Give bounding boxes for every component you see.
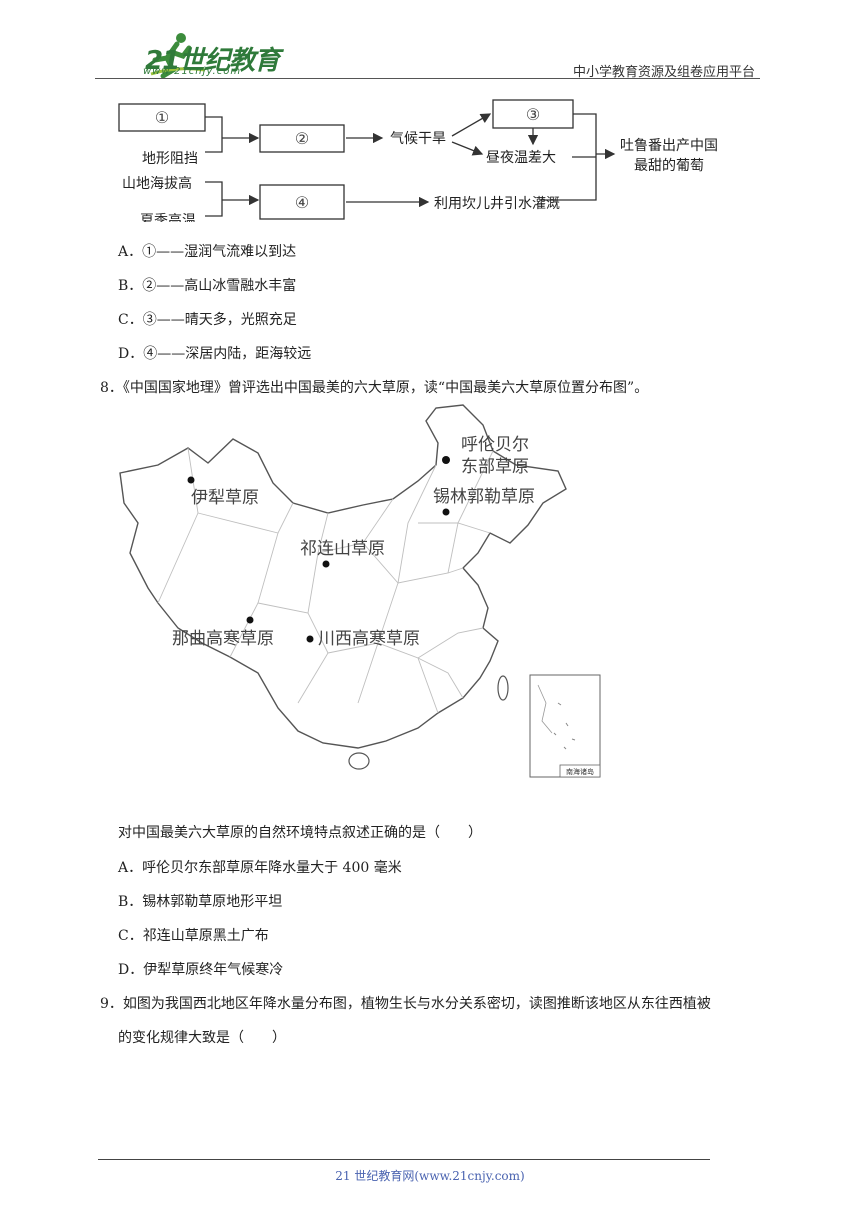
flow-climate-dry: 气候干旱 [390, 131, 446, 147]
label-xilingol: 锡林郭勒草原 [433, 487, 535, 507]
flow-mountain-high: 山地海拔高 [122, 175, 192, 192]
footer-divider [98, 1159, 710, 1160]
q9-stem-line1: 9．如图为我国西北地区年降水量分布图，植物生长与水分关系密切，读图推断该地区从东… [100, 996, 711, 1012]
taiwan-island [497, 675, 509, 701]
q7-option-d: D．④——深居内陆，距海较远 [118, 346, 312, 362]
q8-question: 对中国最美六大草原的自然环境特点叙述正确的是（ ） [118, 825, 482, 841]
q7-option-a: A．①——湿润气流难以到达 [118, 244, 297, 260]
dot-yili [187, 476, 195, 484]
label-qilian: 祁连山草原 [300, 539, 385, 559]
flow-result-line1: 吐鲁番出产中国 [620, 138, 718, 154]
q9-stem-line2: 的变化规律大致是（ ） [118, 1030, 286, 1046]
q8-option-c: C．祁连山草原黑土广布 [118, 928, 269, 944]
logo-text: 21世纪教育 [145, 46, 280, 76]
footer-text[interactable]: 21 世纪教育网(www.21cnjy.com) [335, 1169, 525, 1183]
flow-day-night-diff: 昼夜温差大 [486, 150, 556, 166]
label-hulunbuir-2: 东部草原 [461, 457, 529, 477]
flow-result-line2: 最甜的葡萄 [634, 158, 704, 174]
flow-summer-hot: 夏季高温 [140, 212, 196, 222]
south-sea-inset [529, 674, 601, 778]
inset-label: 南海诸岛 [566, 767, 594, 776]
q8-stem: 8．《中国国家地理》曾评选出中国最美的六大草原，读“中国最美六大草原位置分布图”… [100, 380, 649, 396]
label-chuanxi: 川西高寒草原 [318, 629, 420, 649]
q8-option-b: B．锡林郭勒草原地形平坦 [118, 894, 283, 910]
dot-qilian [322, 560, 330, 568]
flow-box-4 [259, 184, 345, 220]
grape-flow-diagram: ① ② ③ ④ 地形阻挡 气候干旱 昼夜温差大 吐鲁番出产中国 最甜的葡萄 山地… [118, 99, 718, 222]
flow-box-2-label: ② [295, 129, 309, 148]
q7-option-b: B．②——高山冰雪融水丰富 [118, 278, 297, 294]
flow-terrain-block: 地形阻挡 [142, 151, 198, 167]
label-yili: 伊犁草原 [191, 488, 259, 508]
label-naqu: 那曲高寒草原 [172, 629, 274, 649]
logo-subtext: www.21cnjy.com [143, 66, 242, 77]
flow-karez: 利用坎儿井引水灌溉 [434, 196, 560, 212]
china-grassland-map: 南海诸岛 呼伦贝尔 东部草原 锡林郭勒草原 伊犁草原 祁连山草原 那曲高寒草原 … [119, 404, 601, 778]
dot-chuanxi [306, 635, 314, 643]
q7-option-c: C．③——晴天多，光照充足 [118, 312, 297, 328]
flow-box-2 [259, 124, 345, 153]
flow-box-4-label: ④ [295, 193, 309, 212]
dot-naqu [246, 616, 254, 624]
label-hulunbuir-1: 呼伦贝尔 [461, 435, 529, 455]
header-divider [95, 78, 760, 79]
flow-box-3-label: ③ [526, 105, 540, 124]
china-outline [119, 404, 567, 749]
q8-option-d: D．伊犁草原终年气候寒冷 [118, 962, 284, 978]
hainan-island [348, 752, 370, 770]
logo-runner-icon [150, 33, 206, 79]
q8-option-a: A．呼伦贝尔东部草原年降水量大于 400 毫米 [118, 860, 402, 876]
dot-xilingol [442, 508, 450, 516]
flow-box-1-label: ① [155, 108, 169, 127]
dot-hulunbuir [442, 456, 450, 464]
platform-name: 中小学教育资源及组卷应用平台 [572, 65, 755, 80]
